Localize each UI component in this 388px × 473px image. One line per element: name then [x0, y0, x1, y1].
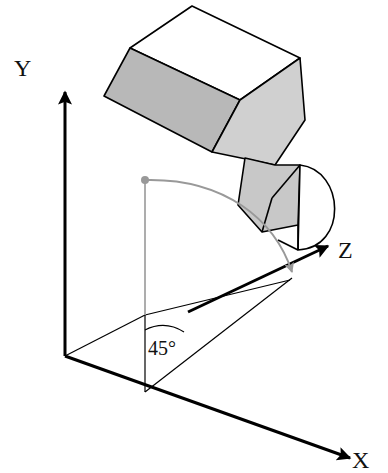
- coordinate-axes: [65, 92, 350, 458]
- axis-label: Y: [14, 56, 31, 80]
- axis-label: Z: [338, 238, 353, 262]
- camera: [104, 6, 335, 250]
- angle-label: 45°: [148, 338, 176, 358]
- axis-label: X: [352, 448, 369, 472]
